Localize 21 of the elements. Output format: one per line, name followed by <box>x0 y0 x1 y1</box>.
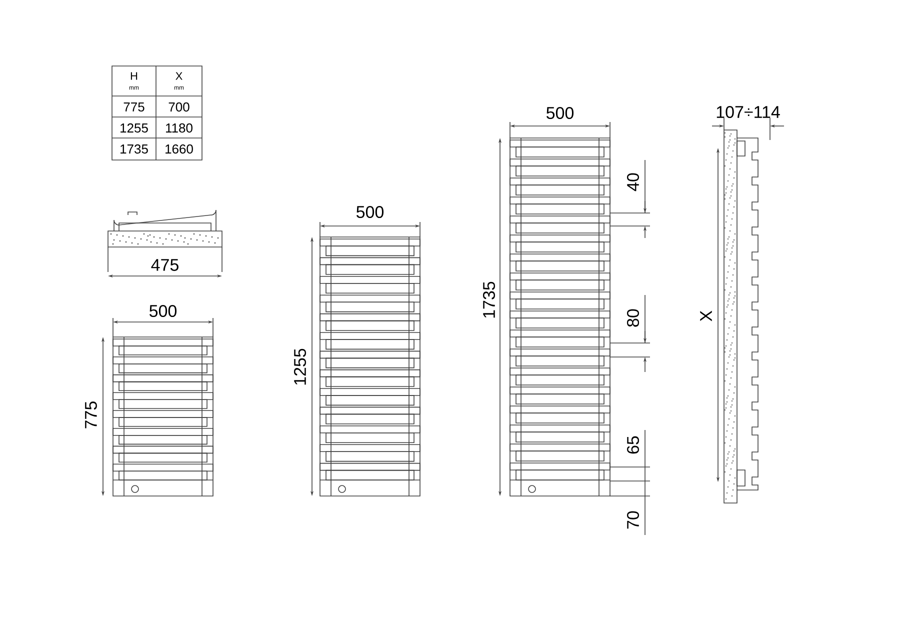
dimension-label: 70 <box>626 511 640 529</box>
dimension-label: 500 <box>150 304 177 318</box>
table-value: 1660 <box>166 144 193 154</box>
table-value: 775 <box>124 102 144 112</box>
dimension-label: X <box>700 310 712 322</box>
dimension-label: 1255 <box>294 348 306 385</box>
column-header: H <box>130 72 138 80</box>
dimension-label: 107÷114 <box>716 106 780 118</box>
table-value: 1255 <box>120 123 148 133</box>
dimension-label: 500 <box>546 106 574 120</box>
table-value: 1735 <box>120 144 148 154</box>
table-value: 700 <box>168 102 190 112</box>
table-value: 1180 <box>166 123 192 133</box>
dimension-label: 500 <box>356 206 384 218</box>
column-header: X <box>176 72 182 80</box>
dimension-label: 775 <box>85 402 97 428</box>
dimension-label: 65 <box>626 436 640 454</box>
dimension-label: 1735 <box>482 282 496 318</box>
dimension-label: 40 <box>626 173 640 192</box>
dimension-label: 80 <box>626 309 640 327</box>
dimension-label: 475 <box>151 259 178 271</box>
